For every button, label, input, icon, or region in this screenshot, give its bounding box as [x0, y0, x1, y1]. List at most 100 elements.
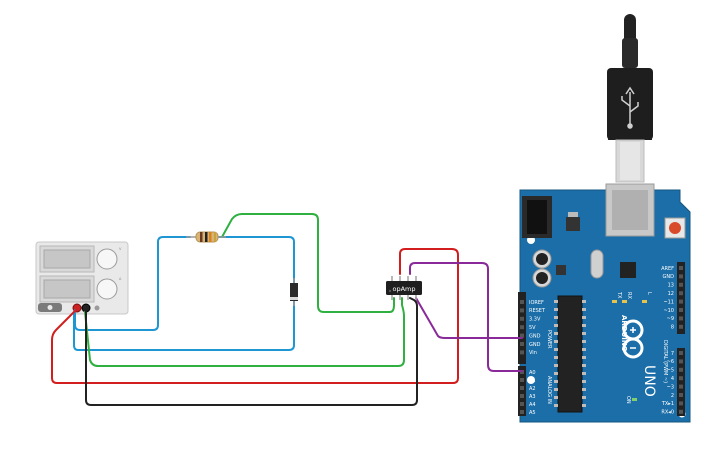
pin-hole[interactable] [520, 308, 524, 313]
chip-pins [554, 300, 586, 407]
chip-leg [554, 364, 558, 367]
power-pin-holes [520, 300, 524, 355]
pin-hole[interactable] [679, 351, 683, 355]
pin-hole[interactable] [520, 386, 524, 390]
pin-label: A4 [529, 402, 536, 408]
pin-label: A5 [529, 410, 536, 416]
wire-purple-opamp-to-gnd[interactable] [409, 262, 523, 372]
wire-green-opamp-to-ps[interactable] [84, 297, 405, 367]
pin-hole[interactable] [679, 266, 683, 270]
pin-hole[interactable] [520, 378, 524, 382]
mounting-hole [527, 376, 535, 384]
pin-hole[interactable] [679, 316, 683, 321]
voltage-knob[interactable] [96, 248, 118, 270]
diode[interactable] [290, 278, 298, 306]
wire-blue-resistor-to-ps[interactable] [74, 236, 191, 331]
pin-label: ~10 [663, 308, 674, 314]
analog-header[interactable] [518, 366, 526, 416]
small-chip [556, 265, 566, 275]
digital-pin-holes [679, 266, 683, 414]
chip-leg [582, 348, 586, 351]
digital-header-bottom[interactable] [677, 348, 685, 416]
digital-header-top[interactable] [677, 262, 685, 334]
pin-hole[interactable] [679, 409, 683, 414]
chip-leg [554, 332, 558, 335]
pin-hole[interactable] [520, 333, 524, 338]
pin-label: A1 [529, 378, 536, 384]
chip-leg [582, 340, 586, 343]
pin-hole[interactable] [679, 359, 683, 364]
pin-label: 5V [529, 325, 536, 331]
pin-hole[interactable] [679, 308, 683, 312]
chip-leg [582, 300, 586, 303]
pin-hole[interactable] [520, 342, 524, 346]
pin-hole[interactable] [520, 402, 524, 406]
pin-label: 12 [668, 291, 674, 297]
pin-label: ~5 [667, 368, 674, 374]
model-label: UNO [641, 365, 657, 397]
current-knob[interactable] [96, 278, 118, 300]
l-led [642, 300, 647, 303]
pin-hole[interactable] [679, 376, 683, 381]
chip-leg [582, 332, 586, 335]
pin-hole[interactable] [679, 299, 683, 304]
voltage-knob-label: V [119, 247, 122, 251]
pin-label: 8 [671, 325, 674, 331]
pin-hole[interactable] [679, 401, 683, 406]
power-title: POWER [546, 330, 552, 349]
chip-leg [554, 308, 558, 311]
pin-label: 13 [668, 283, 674, 289]
chip-leg [554, 356, 558, 359]
chip-leg [582, 356, 586, 359]
pin-hole[interactable] [520, 316, 524, 321]
pin-label: A2 [529, 386, 536, 392]
resistor[interactable] [186, 231, 226, 243]
chip-leg [554, 396, 558, 399]
pin-label: RESET [529, 308, 546, 314]
pin-label: 3.3V [529, 317, 541, 323]
tx-label: TX [616, 291, 622, 299]
chip-leg [554, 388, 558, 391]
pin-hole[interactable] [679, 324, 683, 329]
rx-label: RX [626, 292, 632, 299]
pin-hole[interactable] [520, 325, 524, 330]
pin-hole[interactable] [679, 367, 683, 372]
digital-title: DIGITAL (PWM ~) [662, 340, 668, 383]
pin-hole[interactable] [679, 393, 683, 397]
pin-hole[interactable] [520, 350, 524, 355]
pin-label: RX◂0 [661, 410, 674, 416]
pin-hole[interactable] [520, 300, 524, 304]
on-label: ON [625, 396, 631, 404]
ground-terminal [94, 305, 100, 311]
usb-cable[interactable] [607, 14, 653, 183]
pin-hole[interactable] [520, 394, 524, 398]
pin-hole[interactable] [679, 282, 683, 287]
chip-leg [582, 388, 586, 391]
chip-leg [582, 396, 586, 399]
l-label: L [646, 292, 652, 295]
chip-leg [582, 324, 586, 327]
chip-leg [582, 404, 586, 407]
opamp-ic[interactable]: opAmp [386, 276, 422, 300]
chip-leg [554, 316, 558, 319]
chip-leg [554, 300, 558, 303]
power-supply[interactable]: V A [35, 241, 129, 315]
pin-hole[interactable] [679, 291, 683, 296]
wire-green-resistor-to-opamp[interactable] [221, 213, 395, 313]
pin-hole[interactable] [520, 410, 524, 414]
wire-black-ps-to-opamp[interactable] [85, 297, 418, 406]
atmega-chip [557, 295, 583, 413]
wire-red-ps-to-opamp[interactable] [51, 248, 459, 384]
opamp-label: opAmp [392, 285, 415, 293]
pin-label: GND [529, 333, 541, 339]
brand-label: ARDUINO [620, 315, 628, 352]
arduino-uno-board[interactable]: TX RX L ARDUINO UNO ON IOREFRESET3.3V5VG… [518, 183, 691, 423]
rx-led [622, 300, 627, 303]
pin-hole[interactable] [679, 274, 683, 279]
wire-blue-resistor-to-diode[interactable] [73, 236, 295, 351]
usb-icon [621, 86, 639, 129]
pin-hole[interactable] [679, 384, 683, 389]
wire-purple-opamp-to-a0[interactable] [415, 297, 523, 339]
